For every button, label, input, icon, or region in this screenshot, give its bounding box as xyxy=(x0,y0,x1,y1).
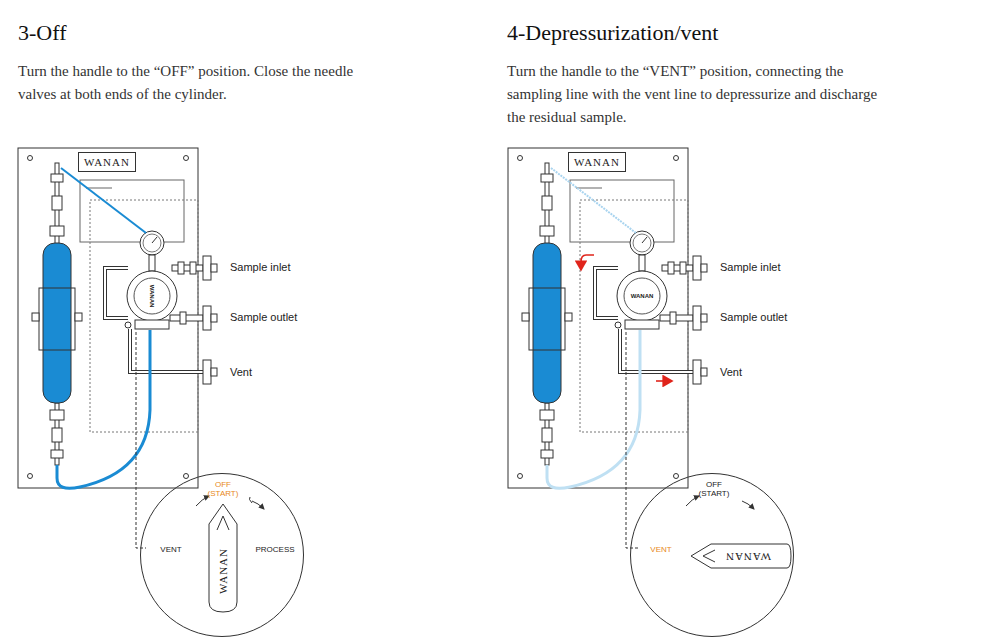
flow-arrow xyxy=(656,380,672,382)
rotation-arrow xyxy=(196,496,209,506)
pointer-mark xyxy=(703,550,715,562)
port-label: Sample inlet xyxy=(230,261,291,273)
port-label: Sample outlet xyxy=(720,311,787,323)
leader-line xyxy=(136,332,146,548)
brand-text: WANAN xyxy=(725,552,771,561)
handle-dial: OFF (START) VENT PROCESS WANAN xyxy=(140,473,304,637)
name-plate: WANAN xyxy=(78,152,136,172)
sample-line xyxy=(61,168,146,233)
valve-handle: WANAN xyxy=(689,541,793,571)
sampling-panel xyxy=(18,148,217,488)
step-description: Turn the handle to the “OFF” position. C… xyxy=(18,60,363,106)
position-label: OFF (START) xyxy=(206,480,240,498)
flow-arrow xyxy=(581,255,594,270)
name-plate: WANAN xyxy=(568,152,626,172)
brand-text: WANAN xyxy=(84,156,130,168)
step-title: 3-Off xyxy=(18,20,66,46)
brand-text: WANAN xyxy=(574,156,620,168)
handle-body xyxy=(691,544,791,568)
sample-line xyxy=(551,168,636,233)
port-label: Vent xyxy=(720,366,742,378)
brand-mark: WANAN xyxy=(149,285,155,308)
position-label: VENT xyxy=(157,545,185,554)
port-label: Sample inlet xyxy=(720,261,781,273)
port-label: Sample outlet xyxy=(230,311,297,323)
pointer-mark xyxy=(217,516,229,530)
sampling-panel xyxy=(508,148,707,488)
step-title: 4-Depressurization/vent xyxy=(507,20,718,46)
rotation-arrow xyxy=(742,501,754,509)
brand-mark: WANAN xyxy=(631,293,654,299)
position-label: OFF (START) xyxy=(697,480,731,498)
step-description: Turn the handle to the “VENT” position, … xyxy=(507,60,887,129)
leader-line xyxy=(626,332,638,548)
rotation-arrow xyxy=(249,497,264,509)
port-label: Vent xyxy=(230,366,252,378)
handle-body xyxy=(209,504,237,612)
valve-handle: WANAN xyxy=(203,502,243,614)
position-label: VENT xyxy=(647,545,675,554)
rotation-arrow xyxy=(686,496,699,506)
handle-dial: OFF (START) VENT WANAN xyxy=(630,473,794,637)
brand-text: WANAN xyxy=(219,548,228,594)
position-label: PROCESS xyxy=(255,545,295,554)
